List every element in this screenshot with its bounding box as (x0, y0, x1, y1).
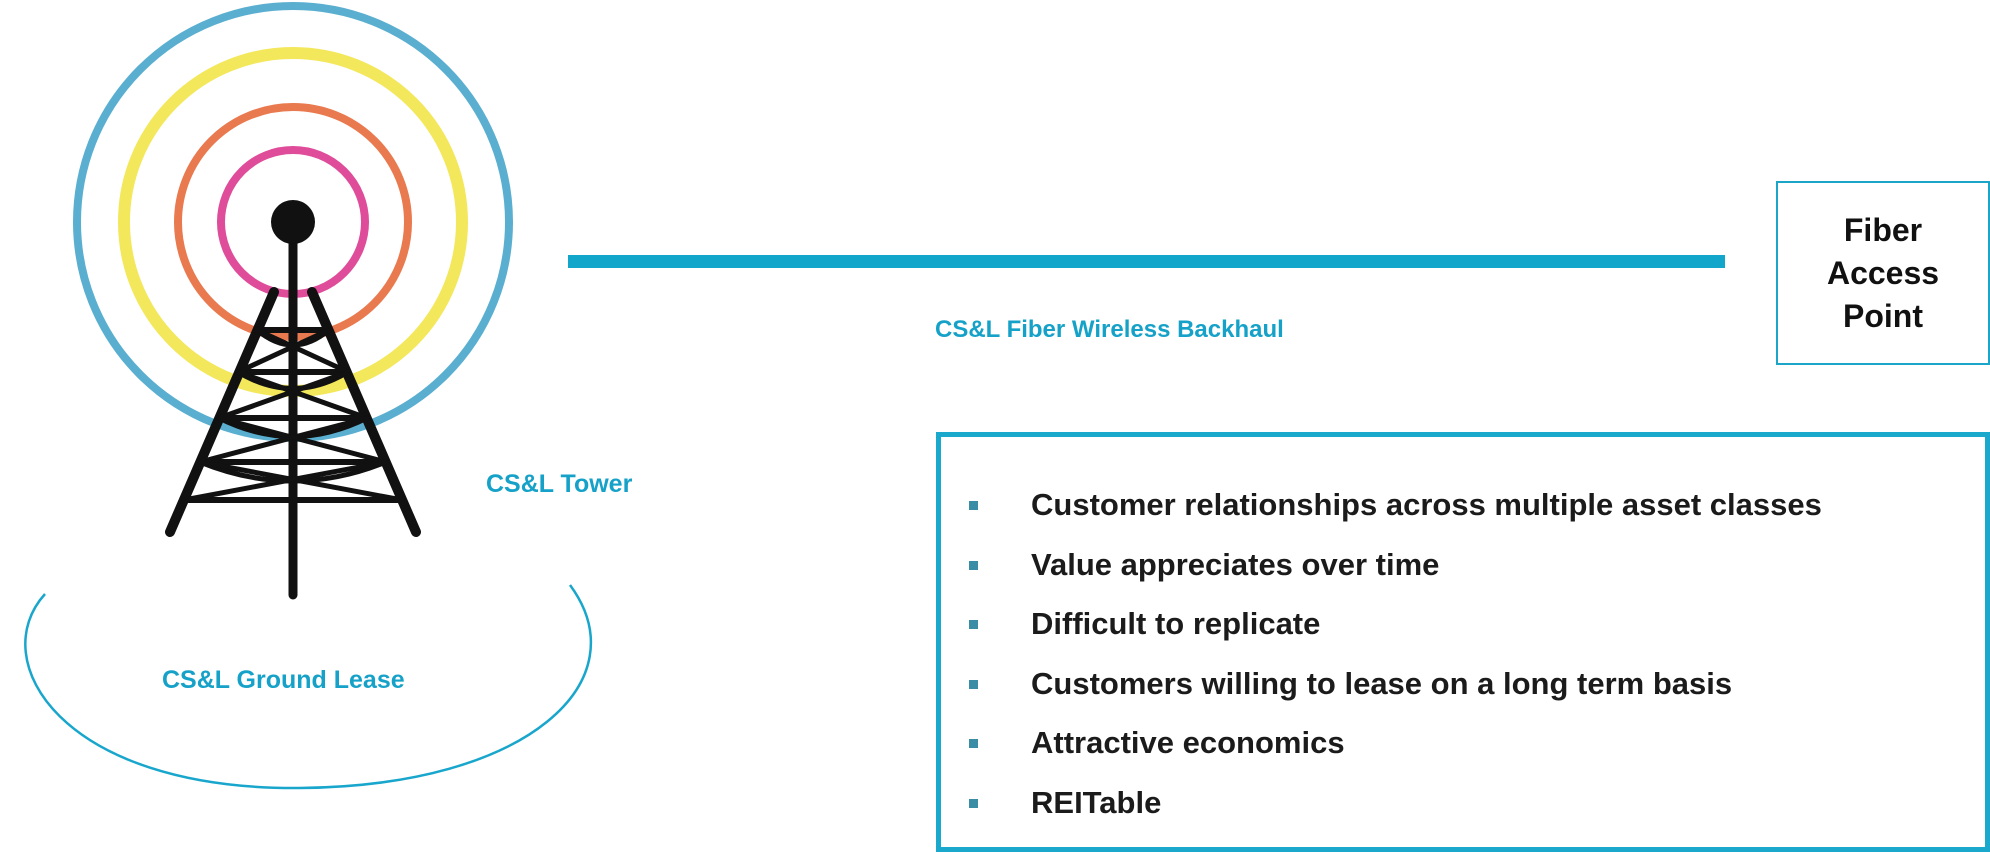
square-bullet-icon (969, 620, 978, 630)
benefit-text: Customers willing to lease on a long ter… (1031, 665, 1733, 701)
benefits-list: Customer relationships across multiple a… (941, 475, 1822, 833)
square-bullet-icon (969, 679, 978, 689)
antenna-tip-icon (271, 200, 315, 244)
fiber-access-point-line: Fiber (1843, 211, 1923, 248)
fiber-access-point-line: Point (1843, 297, 1923, 334)
benefit-text: Value appreciates over time (1031, 546, 1440, 582)
benefit-item: Customer relationships across multiple a… (941, 475, 1822, 535)
backhaul-line (568, 255, 1725, 268)
benefit-item: Customers willing to lease on a long ter… (941, 654, 1822, 714)
fiber-access-point-line: Access (1826, 254, 1940, 291)
benefit-item: Attractive economics (941, 713, 1822, 773)
square-bullet-icon (969, 501, 978, 510)
tower-icon (165, 217, 421, 600)
square-bullet-icon (969, 739, 978, 749)
benefit-text: Difficult to replicate (1031, 606, 1321, 642)
ground-lease-oval (24, 584, 592, 790)
ground-lease-label: CS&L Ground Lease (162, 666, 405, 694)
benefit-item: Difficult to replicate (941, 594, 1822, 654)
benefit-text: Customer relationships across multiple a… (1031, 487, 1822, 522)
square-bullet-icon (969, 798, 978, 808)
tower-label: CS&L Tower (486, 470, 633, 498)
square-bullet-icon (969, 560, 978, 570)
benefit-item: Value appreciates over time (941, 535, 1822, 595)
benefit-text: REITable (1031, 784, 1162, 820)
backhaul-label: CS&L Fiber Wireless Backhaul (935, 316, 1284, 343)
benefits-box: Customer relationships across multiple a… (936, 432, 1990, 852)
benefit-text: Attractive economics (1031, 725, 1345, 761)
tower-illustration (24, 2, 592, 790)
benefit-item: REITable (941, 773, 1822, 833)
fiber-access-point-box: Fiber Access Point (1776, 181, 1990, 365)
